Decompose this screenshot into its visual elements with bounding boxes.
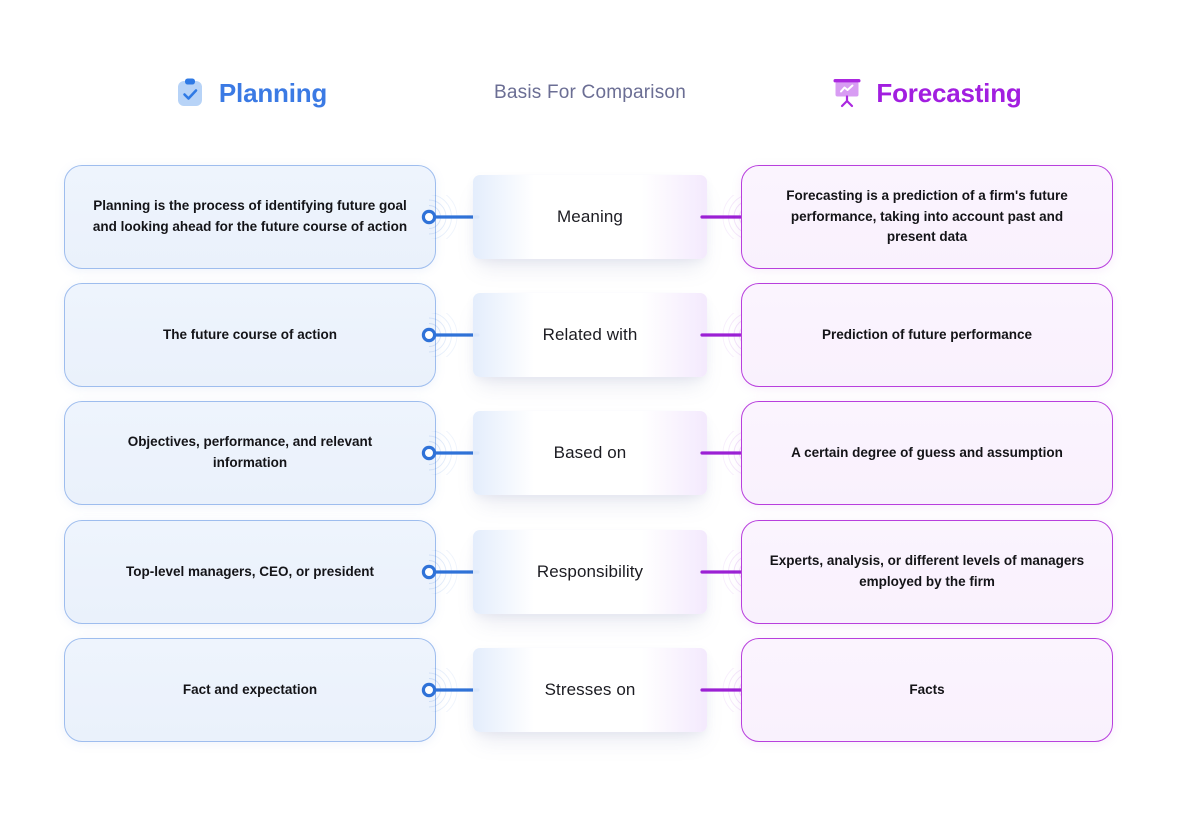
header-planning-title: Planning — [218, 77, 328, 108]
planning-card: The future course of action — [64, 283, 436, 387]
header-forecasting: Forecasting — [742, 62, 1112, 124]
comparison-row: Planning is the process of identifying f… — [0, 165, 1179, 269]
forecasting-card: Facts — [741, 638, 1113, 742]
comparison-row: Top-level managers, CEO, or president Re… — [0, 520, 1179, 624]
forecasting-card: Prediction of future performance — [741, 283, 1113, 387]
comparison-row: The future course of action Related with… — [0, 283, 1179, 387]
header-basis: Basis For Comparison — [470, 62, 710, 124]
planning-card: Top-level managers, CEO, or president — [64, 520, 436, 624]
forecasting-card: Experts, analysis, or different levels o… — [741, 520, 1113, 624]
planning-card: Fact and expectation — [64, 638, 436, 742]
planning-card: Planning is the process of identifying f… — [64, 165, 436, 269]
header-basis-title: Basis For Comparison — [494, 82, 686, 103]
forecasting-card: Forecasting is a prediction of a firm's … — [741, 165, 1113, 269]
presentation-chart-icon — [832, 77, 862, 109]
planning-card: Objectives, performance, and relevant in… — [64, 401, 436, 505]
basis-label: Meaning — [473, 175, 707, 259]
forecasting-card: A certain degree of guess and assumption — [741, 401, 1113, 505]
header-forecasting-title: Forecasting — [876, 77, 1022, 108]
basis-label: Based on — [473, 411, 707, 495]
clipboard-check-icon — [175, 77, 205, 109]
comparison-row: Objectives, performance, and relevant in… — [0, 401, 1179, 505]
comparison-row: Fact and expectation Stresses on Facts — [0, 638, 1179, 742]
basis-label: Related with — [473, 293, 707, 377]
basis-label: Responsibility — [473, 530, 707, 614]
diagram-header: Planning Basis For Comparison Forecastin… — [0, 62, 1179, 124]
header-planning: Planning — [66, 62, 436, 124]
basis-label: Stresses on — [473, 648, 707, 732]
